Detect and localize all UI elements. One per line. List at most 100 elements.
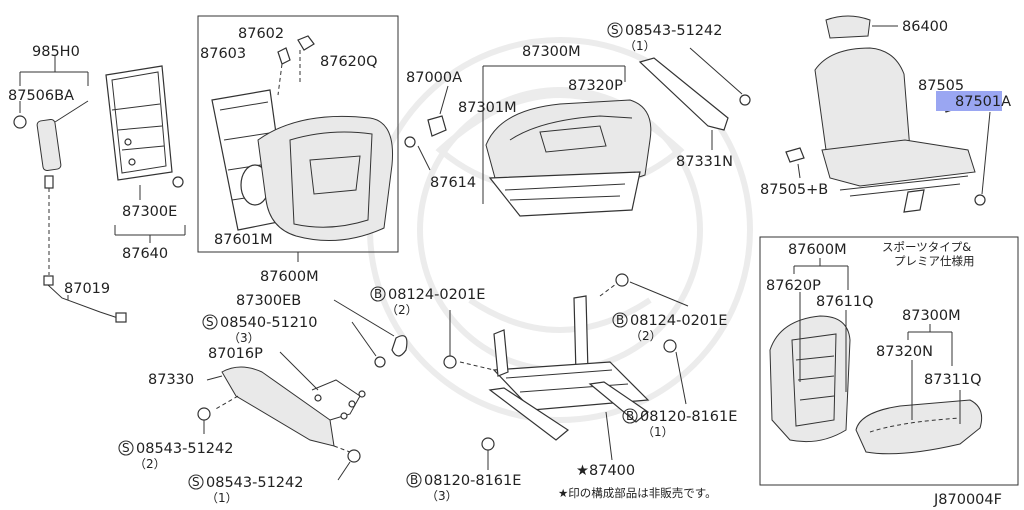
svg-text:S: S [122,441,130,455]
label-87505B: 87505+B [760,182,828,198]
side-cover-icon [221,366,335,447]
bolt-icon [974,194,986,206]
bolt-symbol-B [370,286,386,302]
label-87640: 87640 [122,246,168,262]
part-87000A-group: 87000A 87614 [404,70,476,191]
label-87400: ★87400 [576,463,635,479]
label-08543-51242-bot: 08543-51242 [206,475,304,491]
label-87331N: 87331N [676,154,733,170]
label-08120-8161E-right: 08120-8161E [640,409,737,425]
bolt-icon [615,273,629,287]
part-87400-group: B 08124-0201E （2） B 08124-0201E （2） B 08… [370,273,737,503]
headrest-icon [825,15,871,39]
screw-icon [374,356,386,368]
label-inset-87300M: 87300M [902,308,961,324]
label-87601M: 87601M [214,232,273,248]
screw-symbol-S [202,314,218,330]
screw-symbol-S [118,440,134,456]
svg-text:S: S [611,23,619,37]
harness-clip-icon [391,335,408,357]
label-87600M: 87600M [260,269,319,285]
label-87603: 87603 [200,46,246,62]
part-87330-group: 87300EB S 08540-51210 （3） 87016P 87330 S… [118,293,408,505]
connector-icon [44,175,54,189]
screw-icon [347,449,361,463]
label-87501A[interactable]: 87501A [955,94,1011,110]
label-87614: 87614 [430,175,476,191]
part-985H0-group: 985H0 87506BA 87019 [8,44,127,323]
label-985H0: 985H0 [32,44,80,60]
label-qty-2-b: （2） [386,303,418,317]
seatback-frame-icon [105,65,173,181]
label-08124-0201E-right: 08124-0201E [630,313,727,329]
bracket-icon [638,57,729,131]
seatbelt-buckle-icon [36,119,62,171]
part-87331N-group: S 08543-51242 （1） 87331N [607,22,751,170]
seatback-cushion-icon [257,115,394,241]
label-87016P: 87016P [208,346,263,362]
svg-text:S: S [192,475,200,489]
label-87320P: 87320P [568,78,623,94]
label-qty-3-a: （3） [228,331,260,345]
svg-text:B: B [410,473,418,487]
label-inset-87611Q: 87611Q [816,294,874,310]
drawing-code: J870004F [933,492,1002,508]
label-87300E: 87300E [122,204,177,220]
bolt-symbol-B [622,408,638,424]
label-qty-3-b: （3） [426,489,458,503]
label-86400: 86400 [902,19,948,35]
bolt-icon [481,437,495,451]
screw-icon [197,407,211,421]
label-87505: 87505 [918,78,964,94]
svg-text:B: B [374,287,382,301]
screw-symbol-S [607,22,623,38]
label-inset-87600M: 87600M [788,242,847,258]
label-qty-2-c: （2） [630,329,662,343]
label-08543-51242-top: 08543-51242 [625,23,723,39]
part-87300M-group: 87300M 87301M 87320P [458,44,652,217]
seat-cushion-icon [821,139,976,187]
bolt-icon [443,355,457,369]
label-87602: 87602 [238,26,284,42]
highlight-87501A [936,91,1002,111]
inset-box [759,236,1019,486]
connector-icon [115,312,127,323]
label-87300M: 87300M [522,44,581,60]
bolt-icon [663,339,677,353]
svg-text:S: S [206,315,214,329]
bolt-icon [13,115,27,129]
cover-icon [785,147,805,163]
inset-title-line1: スポーツタイプ& [882,240,971,254]
label-87301M: 87301M [458,100,517,116]
connector-icon [43,275,54,286]
label-87330: 87330 [148,372,194,388]
label-inset-87320N: 87320N [876,344,933,360]
part-87640-group: 87300E 87640 [105,65,186,262]
label-87620Q: 87620Q [320,54,378,70]
bolt-icon [739,94,751,106]
label-qty-1-top: （1） [624,39,656,53]
part-full-seat-group: 86400 87505 87501A 87505+B [760,15,1011,213]
clip-icon [172,176,184,188]
part-87600M-group: 87602 87603 87620Q 87601M 87600M [197,15,399,285]
label-08543-51242-mid: 08543-51242 [136,441,234,457]
label-87000A: 87000A [406,70,462,86]
label-87506BA: 87506BA [8,88,74,104]
bolt-icon [404,136,416,148]
screw-symbol-S [188,474,204,490]
knob-icon [427,115,447,137]
clip-icon [277,47,291,65]
label-qty-2-a: （2） [134,457,166,471]
note-not-sold: ★印の構成部品は非販売です。 [558,486,717,500]
inset-title-line2: プレミア仕様用 [894,254,975,268]
label-inset-87620P: 87620P [766,278,821,294]
inset-sport-premium: 87600M スポーツタイプ& プレミア仕様用 87620P 87611Q 87… [759,236,1019,486]
seat-frame-icon [488,171,641,217]
bolt-symbol-B [612,312,628,328]
label-87019: 87019 [64,281,110,297]
label-qty-1-bot: （1） [206,491,238,505]
label-qty-1-c: （1） [642,425,674,439]
bolt-symbol-B [406,472,422,488]
